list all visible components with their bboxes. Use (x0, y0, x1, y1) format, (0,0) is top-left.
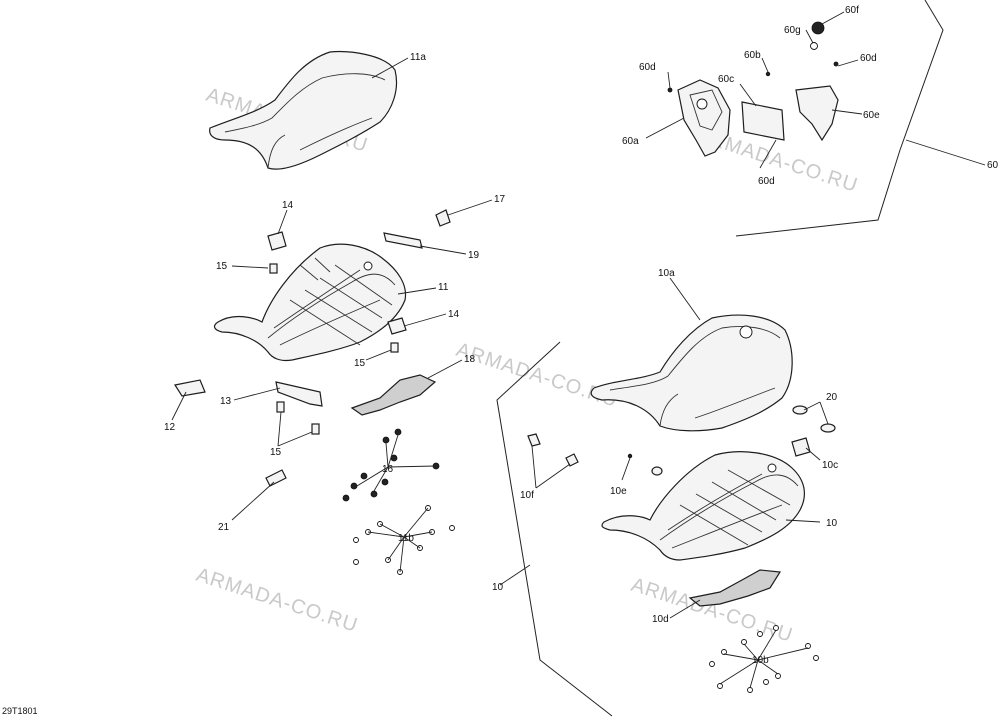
callout-11b: 11b (398, 533, 414, 544)
callout-16: 16 (382, 464, 394, 475)
callout-14-upper: 14 (282, 200, 294, 211)
seat-base-10 (601, 451, 806, 561)
grommet-20-a (792, 405, 808, 415)
callout-11: 11 (438, 282, 449, 293)
watermark-4: ARMADA-CO.RU (193, 564, 360, 637)
left-small-parts (174, 209, 451, 487)
callout-18: 18 (464, 354, 476, 365)
part-10e (651, 466, 663, 476)
callout-60g: 60g (784, 25, 801, 36)
callout-60d-top-right: 60d (860, 53, 877, 64)
callout-13: 13 (220, 396, 232, 407)
clip-10f-b (565, 453, 579, 467)
spacer-15-b (390, 342, 399, 353)
knob-60f (811, 21, 825, 35)
seat-cover-10a (590, 314, 793, 432)
callout-10b: 10b (752, 655, 769, 666)
callout-10-base: 10 (826, 518, 838, 529)
callout-12: 12 (164, 422, 176, 433)
grommet-20-b (820, 423, 836, 433)
seat-base-11 (213, 243, 407, 362)
bracket-19 (383, 232, 423, 249)
callout-labels: 11a 14 17 15 19 11 14 15 18 13 12 15 16 … (164, 5, 999, 666)
callout-10-group: 10 (492, 582, 504, 593)
callout-15-b: 15 (354, 358, 366, 369)
clip-14-lower (387, 317, 407, 335)
callout-10e: 10e (610, 486, 627, 497)
callout-60d-top-left: 60d (639, 62, 656, 73)
callout-11a: 11a (410, 52, 426, 63)
section-dividers (496, 0, 986, 717)
plate-60c (741, 101, 785, 141)
callout-60: 60 (987, 160, 999, 171)
bracket-13 (275, 381, 323, 407)
clip-14-upper (267, 231, 287, 251)
latch-17 (435, 209, 451, 227)
divider-10-group (496, 341, 613, 717)
callout-10d: 10d (652, 614, 669, 625)
spacer-15-c (276, 401, 285, 413)
callout-14-lower: 14 (448, 309, 460, 320)
callout-60c: 60c (718, 74, 734, 85)
callout-17: 17 (494, 194, 506, 205)
label-21 (265, 469, 287, 487)
drawing-code: 29T1801 (2, 706, 38, 716)
callout-60e: 60e (863, 110, 880, 121)
latch-10c (791, 437, 811, 457)
spacer-15-d (311, 423, 320, 435)
callout-15-a: 15 (216, 261, 228, 272)
fasteners-11b (353, 505, 455, 575)
right-small-parts (527, 401, 836, 607)
callout-10a: 10a (658, 268, 675, 279)
divider-60-group (735, 0, 944, 237)
washer-60g (810, 42, 818, 50)
shield-10d (688, 569, 782, 607)
clip-12 (174, 379, 206, 397)
callout-60b: 60b (744, 50, 761, 61)
bracket-group-60 (645, 11, 863, 169)
leader-60 (905, 139, 986, 166)
callout-60a: 60a (622, 136, 639, 147)
fasteners-16 (342, 428, 440, 502)
clip-10f-a (527, 433, 541, 447)
callout-60f: 60f (845, 5, 859, 16)
spacer-15-a (269, 263, 278, 274)
callout-10c: 10c (822, 460, 838, 471)
callout-19: 19 (468, 250, 480, 261)
callout-20: 20 (826, 392, 838, 403)
callout-21: 21 (218, 522, 230, 533)
watermark-3: ARMADA-CO.RU (453, 339, 620, 412)
right-leaders (499, 277, 821, 619)
seat-cover-11a (209, 50, 398, 170)
callout-60d-bottom: 60d (758, 176, 775, 187)
callout-10f: 10f (520, 490, 534, 501)
fasteners-10b (709, 625, 819, 693)
shield-18 (350, 374, 437, 416)
bracket-60e (795, 85, 839, 142)
callout-15-c: 15 (270, 447, 282, 458)
left-leaders (171, 57, 493, 521)
